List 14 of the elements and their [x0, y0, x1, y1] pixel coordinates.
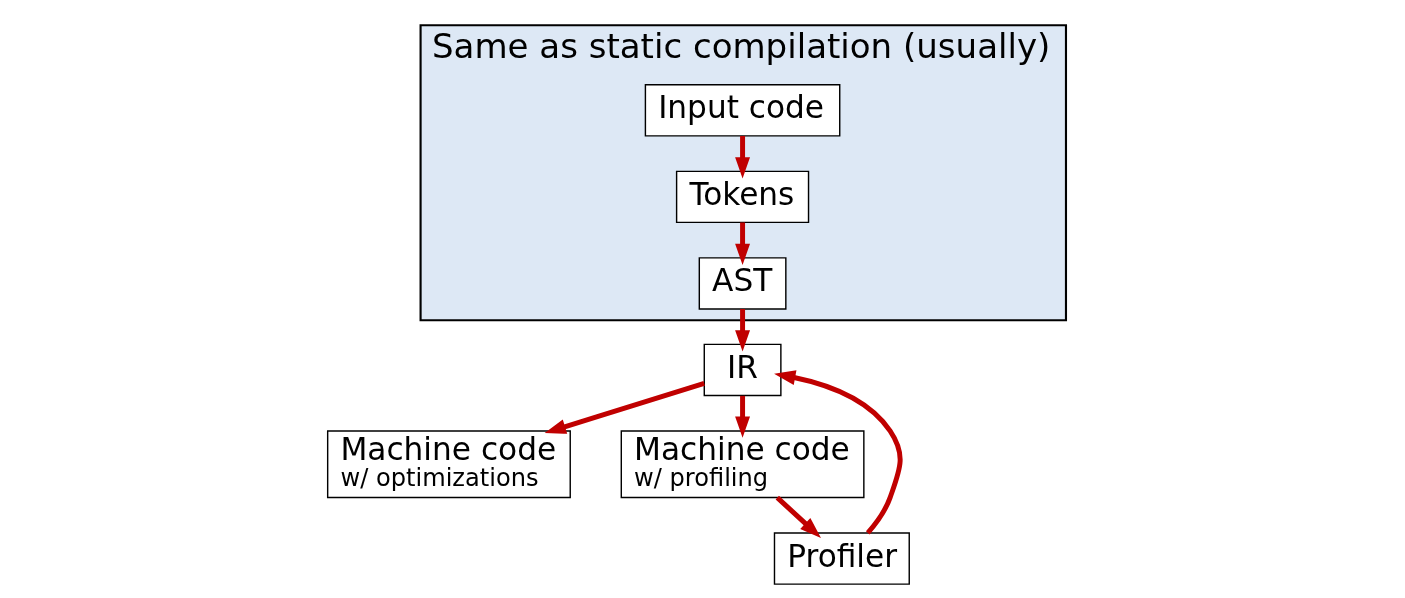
node-box: IR	[703, 343, 782, 397]
arrow	[735, 309, 751, 352]
node-box: Machine code w/ optimizations	[326, 430, 571, 499]
node-box: Tokens	[675, 170, 810, 224]
arrow	[735, 395, 751, 438]
arrow	[735, 136, 751, 179]
node-box: Input code	[644, 84, 841, 137]
arrow	[735, 222, 751, 266]
arrow	[775, 495, 821, 538]
arrow	[544, 380, 705, 434]
node-box: AST	[698, 257, 787, 310]
arrow	[774, 370, 903, 535]
node-box: Profiler	[773, 532, 910, 585]
node-box: Machine code w/ profiling	[620, 430, 865, 499]
